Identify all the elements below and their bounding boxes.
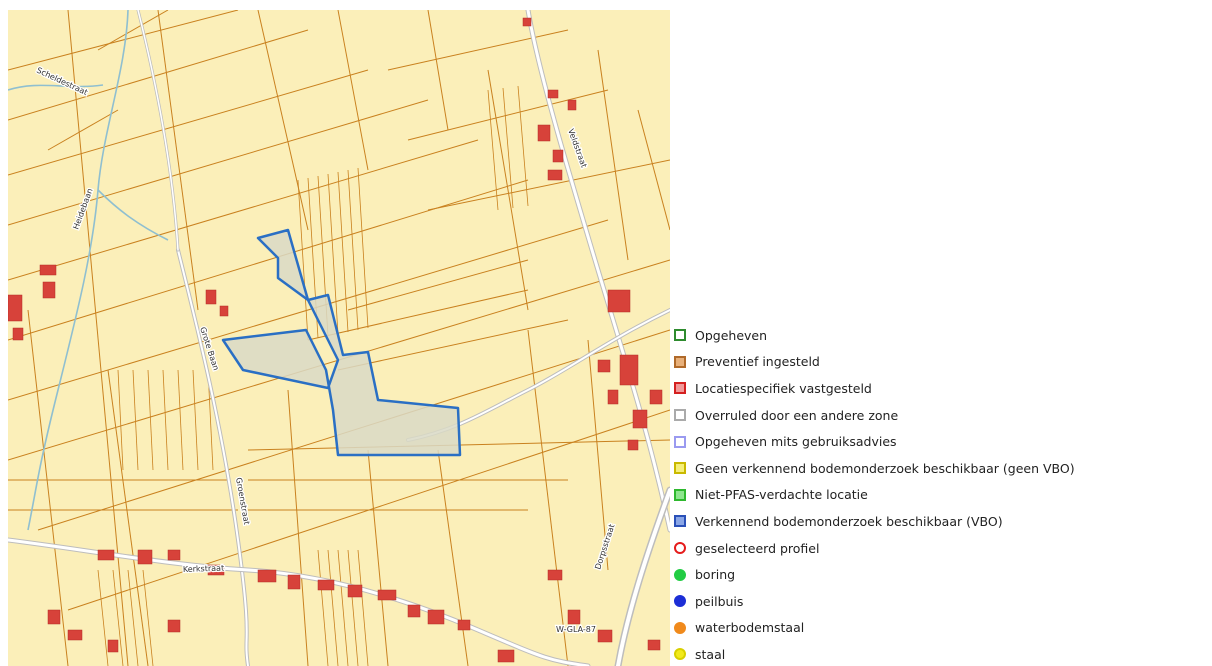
legend-item: staal	[674, 641, 1210, 666]
legend-item: Overruled door een andere zone	[674, 402, 1210, 429]
road-label: Scheldestraat	[35, 66, 89, 97]
legend-item: geselecteerd profiel	[674, 535, 1210, 562]
legend-item: boring	[674, 561, 1210, 588]
legend-label: Preventief ingesteld	[695, 354, 820, 370]
road-label-halo: Kerkstraat	[183, 564, 225, 574]
legend-label: Niet-PFAS-verdachte locatie	[695, 487, 868, 503]
legend-label: Locatiespecifiek vastgesteld	[695, 380, 872, 396]
legend-label: Opgeheven mits gebruiksadvies	[695, 434, 897, 450]
legend-label: geselecteerd profiel	[695, 540, 820, 556]
highlighted-zone-shape[interactable]	[221, 228, 462, 457]
legend-swatch-square	[674, 355, 686, 368]
highlighted-zone	[221, 228, 462, 457]
legend-label: Overruled door een andere zone	[695, 407, 899, 423]
legend-swatch-square	[674, 515, 686, 528]
buildings	[8, 17, 663, 663]
legend-item: waterbodemstaal	[674, 615, 1210, 642]
legend-swatch-square	[674, 462, 686, 475]
legend-swatch-square	[674, 435, 686, 448]
legend-swatch-square	[674, 382, 686, 395]
legend-swatch-square	[674, 409, 686, 422]
legend-swatch-dot	[674, 568, 686, 581]
legend-item: Verkennend bodemonderzoek beschikbaar (V…	[674, 508, 1210, 535]
legend-item: Opgeheven mits gebruiksadvies	[674, 428, 1210, 455]
road-label: W-GLA-87	[556, 625, 596, 634]
legend-label: waterbodemstaal	[695, 620, 805, 636]
legend-item: Locatiespecifiek vastgesteld	[674, 375, 1210, 402]
legend-item: Preventief ingesteld	[674, 349, 1210, 376]
legend-swatch-dot	[674, 648, 686, 661]
legend-item: peilbuis	[674, 588, 1210, 615]
road-label: Dorpsstraat	[593, 523, 616, 571]
legend-swatch-square	[674, 329, 686, 342]
legend-label: peilbuis	[695, 593, 744, 609]
legend-item: Opgeheven	[674, 322, 1210, 349]
road-label: Kerkstraat	[183, 564, 225, 574]
legend-label: Geen verkennend bodemonderzoek beschikba…	[695, 460, 1075, 476]
legend-label: Verkennend bodemonderzoek beschikbaar (V…	[695, 513, 1003, 529]
road-label-halo: W-GLA-87	[556, 625, 596, 634]
legend-item: Geen verkennend bodemonderzoek beschikba…	[674, 455, 1210, 482]
legend-swatch-square	[674, 488, 686, 501]
legend-label: boring	[695, 567, 736, 583]
water-courses	[8, 10, 169, 531]
road-label: Veldstraat	[566, 128, 588, 169]
legend-item: Niet-PFAS-verdachte locatie	[674, 482, 1210, 509]
road-label: Heidebaan	[71, 187, 94, 231]
legend-label: staal	[695, 646, 726, 662]
legend-swatch-dot	[674, 621, 686, 634]
legend-swatch-ring	[674, 542, 686, 555]
legend-label: Opgeheven	[695, 327, 768, 343]
legend-swatch-dot	[674, 595, 686, 608]
